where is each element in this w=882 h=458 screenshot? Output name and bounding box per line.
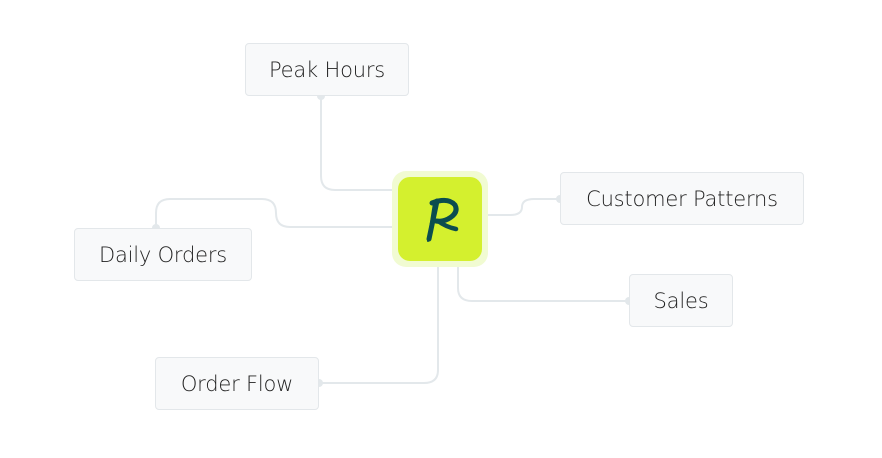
node-customer-patterns[interactable]: Customer Patterns	[560, 172, 804, 225]
connector-daily-orders	[155, 198, 398, 228]
center-node[interactable]	[398, 177, 482, 261]
node-label: Sales	[653, 288, 709, 313]
node-label: Customer Patterns	[586, 186, 778, 211]
node-sales[interactable]: Sales	[629, 274, 733, 327]
node-label: Peak Hours	[268, 57, 386, 82]
brand-r-logo-icon	[426, 197, 459, 242]
connector-sales	[457, 261, 629, 302]
connector-peak-hours	[320, 96, 398, 191]
node-daily-orders[interactable]: Daily Orders	[74, 228, 252, 281]
node-order-flow[interactable]: Order Flow	[155, 357, 319, 410]
node-label: Order Flow	[180, 371, 294, 396]
node-peak-hours[interactable]: Peak Hours	[245, 43, 409, 96]
connector-customer-patterns	[482, 198, 560, 216]
connector-order-flow	[319, 261, 439, 384]
node-label: Daily Orders	[98, 242, 228, 267]
